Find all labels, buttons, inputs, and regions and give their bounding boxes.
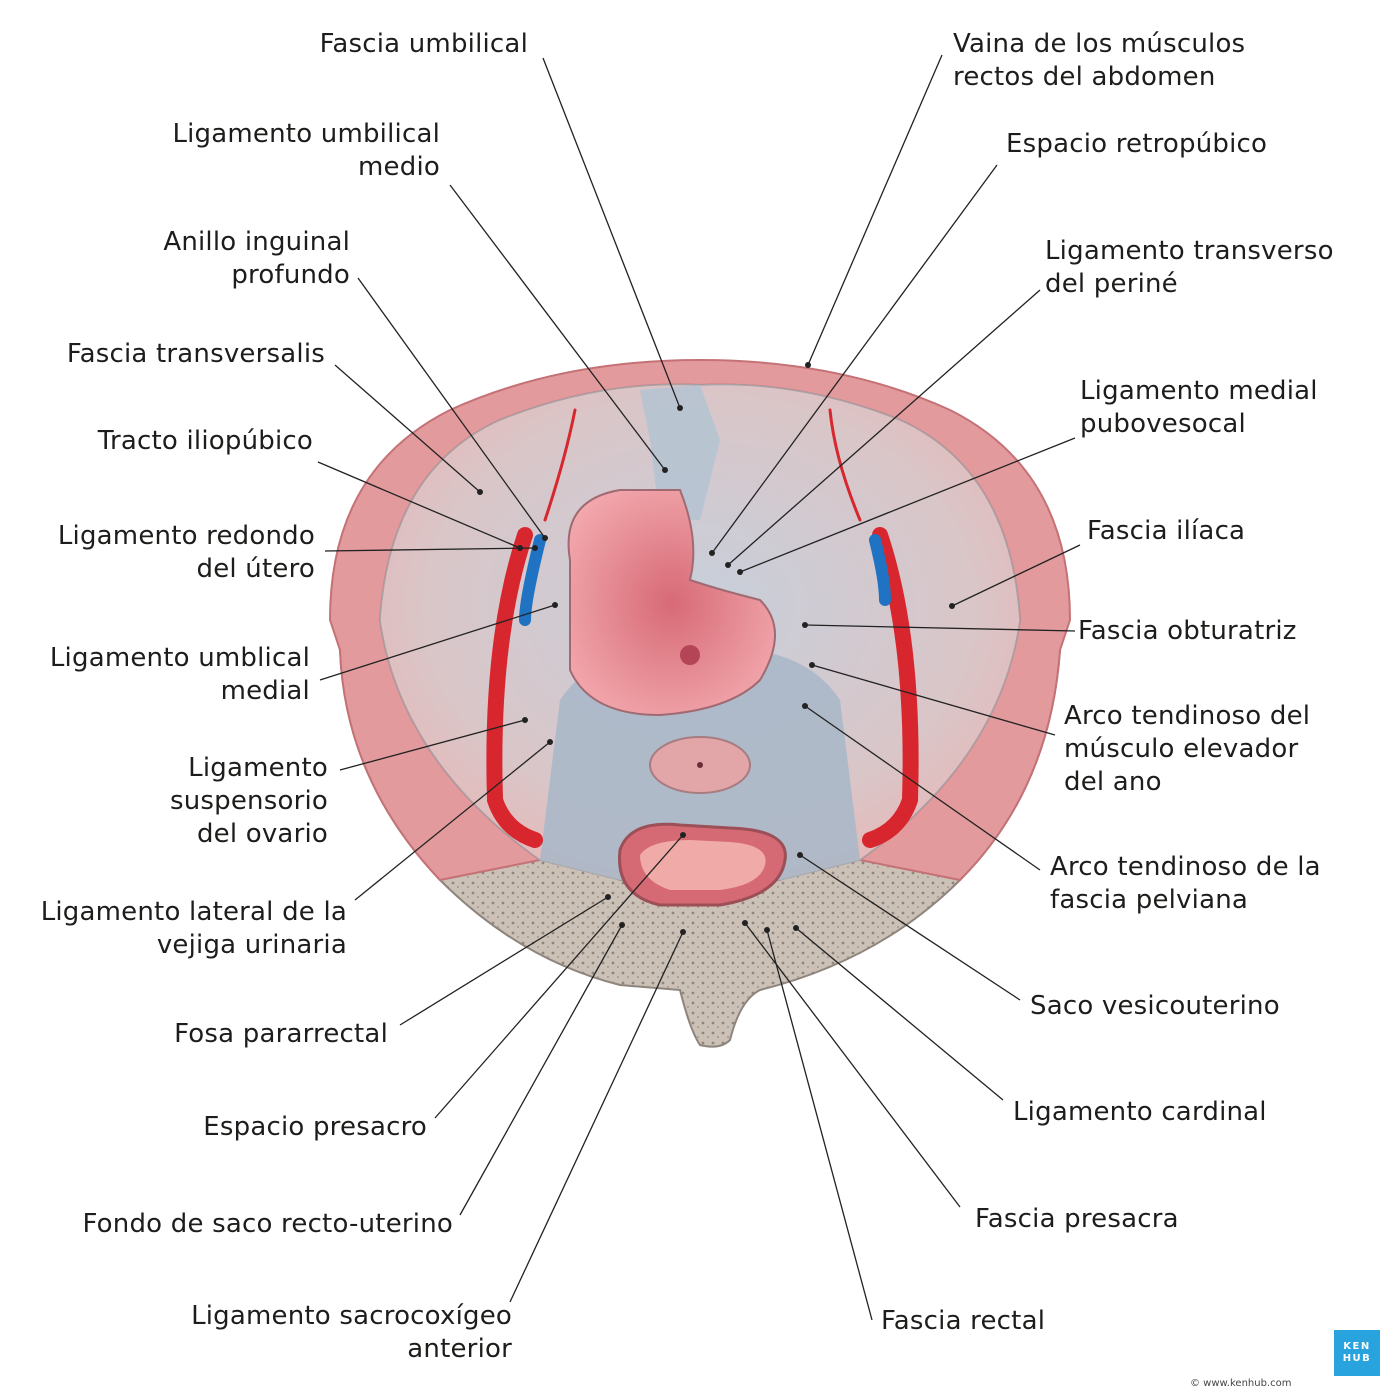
label-ligamento-umbilical-medial: Ligamento umblical medial xyxy=(49,643,310,706)
label-fondo-de-saco: Fondo de saco recto-uterino xyxy=(82,1209,453,1239)
label-fascia-umbilical: Fascia umbilical xyxy=(319,29,528,59)
label-ligamento-lateral-vejiga: Ligamento lateral de la vejiga urinaria xyxy=(40,897,347,960)
logo-line-2: HUB xyxy=(1342,1353,1372,1364)
label-ligamento-medial-pubovesocal: Ligamento medial pubovesocal xyxy=(1080,376,1318,439)
label-tracto-iliopubico: Tracto iliopúbico xyxy=(97,426,313,456)
label-arco-tendinoso-fascia: Arco tendinoso de la fascia pelviana xyxy=(1050,852,1321,915)
iliac-vessels xyxy=(486,408,919,848)
bladder xyxy=(567,489,776,717)
label-ligamento-redondo: Ligamento redondo del útero xyxy=(57,521,315,584)
label-ligamento-transverso-perine: Ligamento transverso del periné xyxy=(1045,236,1334,299)
label-fascia-transversalis: Fascia transversalis xyxy=(66,339,325,369)
label-ligamento-cardinal: Ligamento cardinal xyxy=(1013,1097,1267,1127)
label-espacio-retropubico: Espacio retropúbico xyxy=(1006,129,1268,159)
label-fascia-obturatriz: Fascia obturatriz xyxy=(1078,616,1297,646)
label-ligamento-umbilical-medio: Ligamento umbilical medio xyxy=(172,119,440,182)
logo-line-1: KEN xyxy=(1343,1341,1371,1352)
label-espacio-presacro: Espacio presacro xyxy=(203,1112,427,1142)
label-ligamento-suspensorio: Ligamento suspensorio del ovario xyxy=(169,753,328,849)
label-saco-vesicouterino: Saco vesicouterino xyxy=(1030,991,1280,1021)
label-vaina-rectos: Vaina de los músculos rectos del abdomen xyxy=(953,29,1246,92)
leader-lines xyxy=(317,54,1081,1321)
label-fascia-presacra: Fascia presacra xyxy=(975,1204,1179,1234)
label-fascia-rectal: Fascia rectal xyxy=(881,1306,1046,1336)
label-ligamento-sacrocoxigeo: Ligamento sacrocoxígeo anterior xyxy=(191,1301,512,1364)
cervix xyxy=(649,736,751,794)
rectum xyxy=(618,822,787,907)
copyright-text: © www.kenhub.com xyxy=(1190,1378,1292,1389)
label-fosa-pararrectal: Fosa pararrectal xyxy=(174,1019,388,1049)
label-arco-tendinoso-elevador: Arco tendinoso del músculo elevador del … xyxy=(1064,701,1311,797)
label-fascia-iliaca: Fascia ilíaca xyxy=(1087,516,1246,546)
kenhub-logo: KEN HUB xyxy=(1334,1330,1380,1376)
leader-dots xyxy=(477,362,955,935)
label-anillo-inguinal-profundo: Anillo inguinal profundo xyxy=(163,227,350,290)
